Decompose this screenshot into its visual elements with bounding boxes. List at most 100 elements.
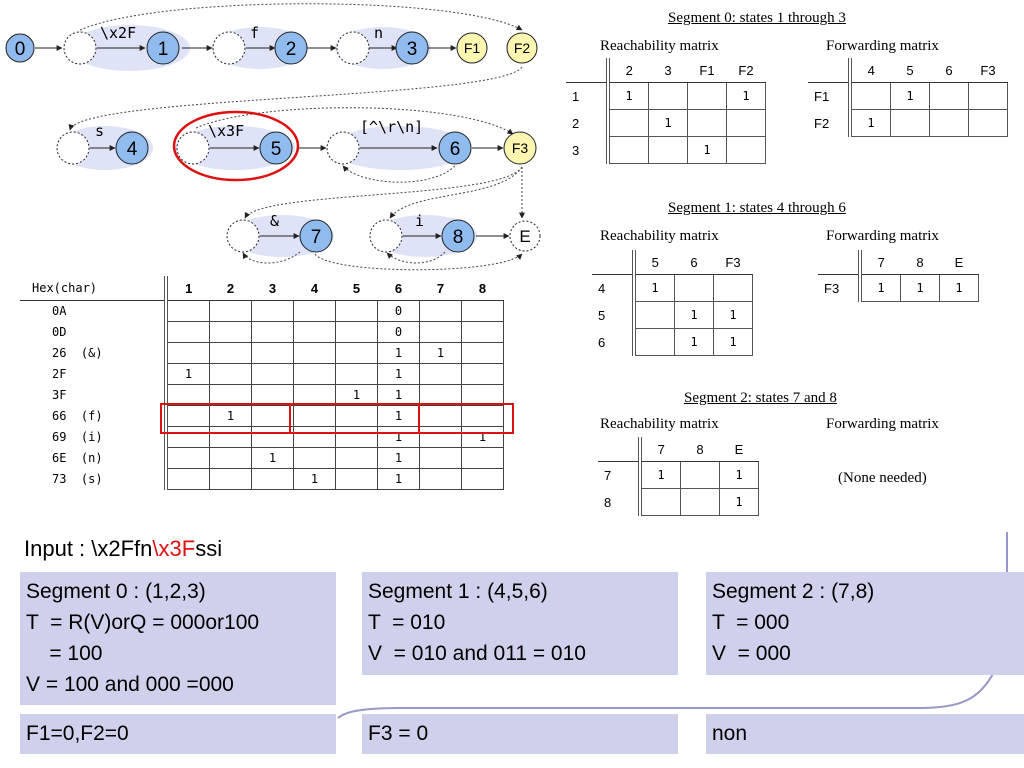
state-empty-node bbox=[326, 131, 360, 165]
matrix-column-header: 7 bbox=[640, 437, 681, 462]
matrix-column-header: 8 bbox=[680, 437, 720, 462]
table-cell bbox=[335, 447, 378, 469]
table-cell bbox=[293, 342, 336, 364]
matrix-column-header: F3 bbox=[968, 58, 1008, 83]
matrix-cell bbox=[968, 82, 1008, 110]
segment-0-fwd-title: Forwarding matrix bbox=[826, 38, 939, 54]
matrix-column-header: 5 bbox=[890, 58, 930, 83]
table-cell bbox=[209, 342, 252, 364]
table-cell bbox=[461, 321, 504, 343]
row-label: 0D bbox=[20, 321, 168, 343]
matrix-column-header: E bbox=[939, 250, 979, 275]
matrix-cell: 1 bbox=[719, 488, 759, 516]
hex-table-header-row: Hex(char) 1 2 3 4 5 6 7 8 bbox=[20, 276, 504, 301]
matrix-cell bbox=[680, 488, 720, 516]
calc-line: = 100 bbox=[26, 642, 103, 665]
column-header: 6 bbox=[377, 276, 420, 301]
table-cell bbox=[461, 342, 504, 364]
matrix-cell: 1 bbox=[648, 109, 688, 137]
matrix-row-label: F2 bbox=[808, 109, 852, 137]
row-label: 2F bbox=[20, 363, 168, 385]
state-empty-node bbox=[226, 219, 260, 253]
table-cell bbox=[293, 321, 336, 343]
matrix-row-label: 4 bbox=[592, 274, 636, 302]
row-label: 69 (i) bbox=[20, 426, 168, 448]
state-empty-node bbox=[212, 31, 246, 65]
segment-2-fwd-note: (None needed) bbox=[838, 470, 927, 486]
matrix-column-header: 5 bbox=[634, 250, 675, 275]
matrix-cell bbox=[633, 328, 675, 356]
calc-line: T = R(V)orQ = 000or100 bbox=[26, 611, 260, 634]
matrix-cell bbox=[607, 109, 649, 137]
input-string: Input : \x2Ffn\x3Fssi bbox=[24, 536, 222, 562]
matrix-row-label: F3 bbox=[818, 274, 862, 302]
state-e-label: E bbox=[519, 227, 530, 246]
segment-1-calc-box: Segment 1 : (4,5,6) T = 010 V = 010 and … bbox=[362, 572, 678, 675]
matrix-corner bbox=[598, 437, 642, 462]
highlight-ellipse bbox=[172, 110, 300, 182]
table-cell bbox=[165, 342, 210, 364]
matrix-cell bbox=[726, 136, 766, 164]
segment-0-calc-box: Segment 0 : (1,2,3) T = R(V)orQ = 000or1… bbox=[20, 572, 336, 705]
matrix-cell: 1 bbox=[859, 274, 901, 302]
state-2-node bbox=[274, 31, 308, 65]
table-cell bbox=[209, 468, 252, 490]
matrix-cell bbox=[726, 109, 766, 137]
segment-1-title: Segment 1: states 4 through 6 bbox=[668, 200, 846, 216]
input-highlight: \x3F bbox=[152, 536, 196, 561]
state-f1-label: F1 bbox=[464, 40, 481, 56]
state-4-label: 4 bbox=[127, 139, 138, 160]
table-cell bbox=[293, 363, 336, 385]
matrix-column-header: 7 bbox=[860, 250, 901, 275]
matrix-column-header: 6 bbox=[929, 58, 969, 83]
table-cell bbox=[165, 447, 210, 469]
matrix-column-header: 6 bbox=[674, 250, 714, 275]
calc-line: V = 010 and 011 = 010 bbox=[368, 642, 586, 665]
table-cell bbox=[251, 342, 294, 364]
state-4-node bbox=[115, 131, 149, 165]
table-cell bbox=[251, 300, 294, 322]
matrix-cell: 1 bbox=[849, 109, 891, 137]
matrix-column-header: F2 bbox=[726, 58, 766, 83]
segment-2-title: Segment 2: states 7 and 8 bbox=[684, 390, 837, 406]
table-cell bbox=[419, 363, 462, 385]
matrix-cell: 1 bbox=[890, 82, 930, 110]
table-cell bbox=[335, 342, 378, 364]
column-header: 3 bbox=[251, 276, 294, 301]
table-cell: 1 bbox=[377, 447, 420, 469]
matrix-cell: 1 bbox=[713, 328, 753, 356]
matrix-cell bbox=[607, 136, 649, 164]
matrix-cell bbox=[633, 301, 675, 329]
calc-line: V = 000 bbox=[712, 642, 791, 665]
matrix-row-label: 1 bbox=[566, 82, 610, 110]
table-cell: 0 bbox=[377, 321, 420, 343]
table-cell bbox=[419, 468, 462, 490]
result-text: non bbox=[712, 722, 748, 745]
segment-1-result-box: F3 = 0 bbox=[362, 714, 678, 754]
segment-0-title: Segment 0: states 1 through 3 bbox=[668, 10, 846, 26]
table-cell bbox=[461, 447, 504, 469]
automaton-diagram: 0 1 2 3 4 5 6 7 8 F1 F2 F3 E \x2F f n s … bbox=[5, 3, 541, 271]
result-text: F1=0,F2=0 bbox=[26, 722, 129, 745]
table-cell bbox=[209, 447, 252, 469]
matrix-corner bbox=[566, 58, 610, 83]
edge-label-i: i bbox=[415, 212, 424, 230]
matrix-cell bbox=[687, 109, 727, 137]
table-cell: 1 bbox=[251, 447, 294, 469]
matrix-cell bbox=[639, 488, 681, 516]
edge-label-s: s bbox=[95, 122, 104, 140]
table-cell: 1 bbox=[419, 342, 462, 364]
input-prefix: Input : \x2Ffn bbox=[24, 536, 153, 561]
